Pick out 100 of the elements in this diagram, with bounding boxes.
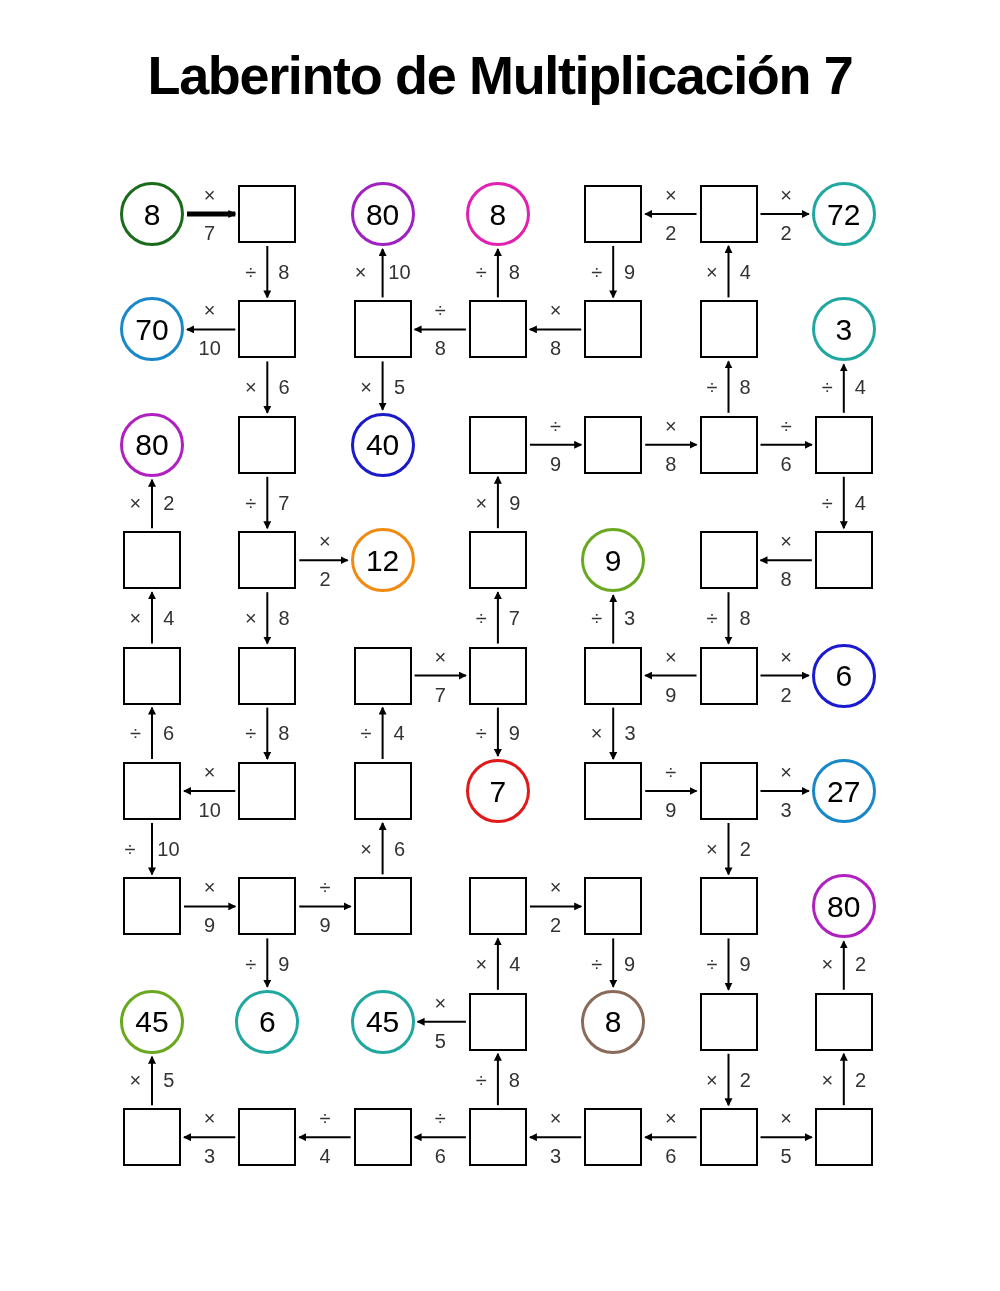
answer-box	[468, 646, 527, 705]
arrow	[528, 440, 583, 449]
edge-label: ÷ 6	[780, 415, 792, 474]
arrow	[609, 706, 618, 760]
answer-box	[238, 415, 297, 474]
answer-box	[814, 1108, 873, 1167]
arrow	[148, 822, 156, 876]
arrow	[644, 671, 698, 680]
edge-label: × 2	[129, 492, 175, 513]
answer-box	[123, 531, 181, 590]
arrow	[839, 475, 848, 530]
edge-label: × 6	[665, 1108, 677, 1167]
arrow	[413, 325, 467, 334]
edge-label: × 10	[198, 762, 221, 820]
edge-label: × 2	[706, 838, 751, 859]
edge-label: × 8	[549, 300, 562, 359]
edge-label: × 4	[706, 261, 751, 282]
edge-label: × 9	[475, 492, 521, 513]
arrow	[724, 591, 733, 645]
edge-label: ÷ 8	[245, 723, 290, 744]
answer-box	[814, 415, 873, 474]
arrow	[644, 210, 698, 218]
answer-box	[123, 1108, 181, 1167]
edge-label: × 9	[665, 646, 677, 705]
answer-box	[699, 415, 758, 474]
arrow	[378, 822, 387, 876]
answer-box	[584, 300, 643, 359]
answer-box	[238, 300, 297, 359]
arrow	[263, 591, 272, 645]
answer-box	[353, 877, 412, 936]
arrow	[493, 591, 502, 645]
edge-label: × 6	[360, 838, 405, 859]
arrow	[183, 1133, 237, 1142]
arrow	[148, 478, 156, 530]
answer-box	[584, 415, 643, 474]
arrow	[609, 594, 618, 645]
arrow	[416, 1017, 467, 1026]
edge-label: ÷ 9	[319, 877, 331, 936]
arrow	[183, 787, 237, 795]
answer-box	[699, 877, 758, 936]
edge-label: × 9	[203, 877, 216, 936]
answer-box	[468, 992, 527, 1051]
answer-box	[468, 877, 527, 936]
arrow	[263, 937, 272, 988]
arrow	[493, 1052, 502, 1107]
arrow	[186, 325, 237, 334]
edge-label: × 5	[360, 377, 405, 398]
arrow	[263, 360, 272, 414]
edge-label: × 7	[434, 646, 447, 705]
answer-box	[584, 1108, 643, 1167]
edge-label: × 2	[665, 185, 677, 243]
arrow	[759, 671, 810, 680]
answer-box	[699, 300, 758, 359]
answer-box	[238, 762, 297, 820]
answer-box	[238, 1108, 297, 1167]
arrow	[493, 937, 502, 991]
arrow	[724, 360, 733, 414]
edge-label: × 10	[354, 261, 411, 282]
edge-label: × 4	[129, 607, 175, 628]
edge-label: × 3	[203, 1108, 216, 1167]
edge-label: ÷ 9	[591, 261, 636, 282]
answer-box	[468, 415, 527, 474]
arrow	[724, 822, 733, 876]
arrow	[187, 210, 237, 218]
edge-label: × 2	[780, 646, 792, 705]
answer-box	[584, 762, 643, 820]
edge-label: × 8	[780, 531, 792, 590]
answer-box	[238, 877, 297, 936]
arrow	[609, 245, 618, 299]
answer-box	[353, 1108, 412, 1167]
edge-label: ÷ 9	[665, 762, 677, 820]
arrow	[493, 475, 502, 530]
answer-box	[238, 646, 297, 705]
arrow	[839, 1052, 848, 1107]
answer-box	[123, 646, 181, 705]
edge-label: × 8	[244, 607, 290, 628]
arrow	[263, 706, 272, 760]
arrow	[148, 591, 156, 645]
arrow	[609, 937, 618, 988]
edge-label: ÷ 8	[475, 261, 520, 282]
arrow	[644, 787, 698, 795]
edge-label: ÷ 9	[550, 415, 562, 474]
edge-label: ÷ 8	[706, 607, 751, 628]
arrow	[528, 325, 583, 334]
arrow	[759, 440, 813, 449]
edge-label: × 2	[319, 531, 331, 590]
arrow	[378, 248, 387, 299]
edge-label: × 10	[198, 300, 221, 359]
arrow	[148, 706, 156, 760]
edge-label: ÷ 3	[591, 607, 636, 628]
arrow	[298, 902, 352, 911]
edge-label: × 4	[475, 954, 521, 975]
edge-label: × 6	[244, 377, 290, 398]
edge-label: ÷ 10	[124, 838, 180, 859]
edge-label: ÷ 4	[821, 492, 866, 513]
arrow	[528, 902, 583, 911]
edge-label: × 5	[780, 1108, 792, 1167]
edge-label: ÷ 7	[245, 492, 290, 513]
answer-box	[814, 992, 873, 1051]
arrow	[839, 363, 848, 414]
